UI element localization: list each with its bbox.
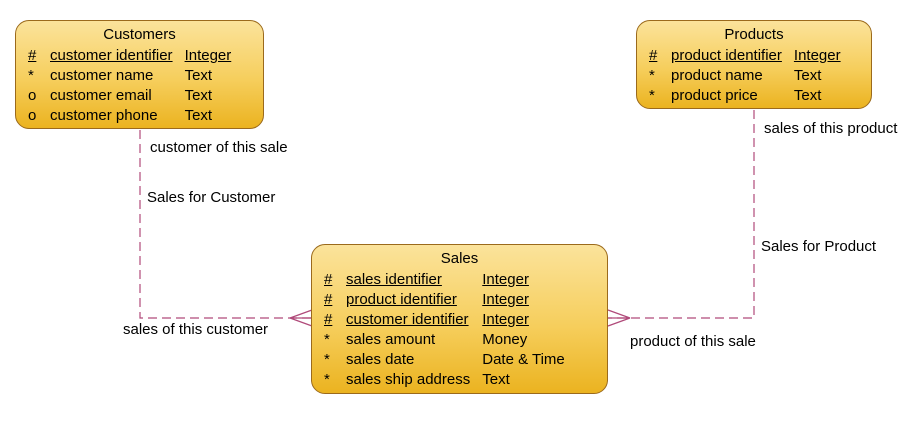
attribute-type: Text [793,87,822,104]
attribute-row[interactable]: * sales date Date & Time [324,350,565,370]
attribute-type: Integer [482,311,529,328]
attribute-type: Text [793,67,822,84]
attribute-marker: # [324,311,333,328]
sales-customer-role-label: sales of this customer [123,321,269,338]
attribute-marker: # [28,47,37,64]
attribute-name: customer name [50,67,154,84]
entity-customers[interactable]: Customers # customer identifier Integer * cu… [15,20,264,129]
attribute-name: sales identifier [346,271,442,288]
customer-relationship-name: Sales for Customer [147,189,276,206]
product-relationship-name: Sales for Product [761,238,877,255]
attribute-type: Date & Time [482,351,565,368]
attribute-type: Integer [482,291,529,308]
attribute-row[interactable]: o customer email Text [28,86,231,106]
attribute-marker: * [649,67,655,84]
attribute-type: Integer [482,271,529,288]
attribute-row[interactable]: * product price Text [649,86,841,106]
attribute-row[interactable]: # sales identifier Integer [324,270,565,290]
attribute-type: Money [482,331,528,348]
entity-title: Products [724,26,784,43]
attribute-row[interactable]: # product identifier Integer [649,46,841,66]
entity-products[interactable]: Products # product identifier Integer * prod… [636,20,872,109]
attribute-type: Text [184,87,213,104]
entity-title: Sales [440,250,479,267]
attribute-name: customer email [50,87,152,104]
attribute-type: Text [482,371,510,388]
attribute-name: customer identifier [346,311,469,328]
attribute-type: Text [184,67,213,84]
attribute-list: # customer identifier Integer * customer nam… [28,46,231,126]
attribute-name: customer identifier [50,47,173,64]
attribute-type: Text [184,107,213,124]
attribute-marker: o [28,107,37,124]
customer-role-label: customer of this sale [150,139,288,156]
attribute-marker: * [324,351,330,368]
attribute-marker: # [324,291,333,308]
product-sales-crowfoot [607,309,631,327]
attribute-name: sales date [346,351,415,368]
attribute-row[interactable]: o customer phone Text [28,106,231,126]
attribute-row[interactable]: * product name Text [649,66,841,86]
attribute-type: Integer [793,47,841,64]
attribute-row[interactable]: * sales ship address Text [324,370,565,390]
attribute-name: sales ship address [346,371,471,388]
attribute-name: product price [671,87,758,104]
customer-sales-line [139,130,312,319]
attribute-row[interactable]: # customer identifier Integer [324,310,565,330]
attribute-row[interactable]: * customer name Text [28,66,231,86]
attribute-marker: # [649,47,658,64]
customer-sales-crowfoot [289,309,313,327]
sales-product-role-label: product of this sale [630,333,756,350]
attribute-marker: o [28,87,37,104]
attribute-marker: * [28,67,34,84]
attribute-marker: * [324,331,330,348]
attribute-name: customer phone [50,107,158,124]
attribute-marker: * [649,87,655,104]
attribute-row[interactable]: # customer identifier Integer [28,46,231,66]
attribute-row[interactable]: # product identifier Integer [324,290,565,310]
entity-title: Customers [103,26,176,43]
product-sales-line [608,110,755,319]
attribute-marker: * [324,371,330,388]
attribute-name: product identifier [671,47,782,64]
attribute-row[interactable]: * sales amount Money [324,330,565,350]
attribute-name: product identifier [346,291,457,308]
attribute-name: sales amount [346,331,436,348]
attribute-marker: # [324,271,333,288]
attribute-type: Integer [184,47,232,64]
attribute-name: product name [671,67,763,84]
product-role-label: sales of this product [764,120,898,137]
